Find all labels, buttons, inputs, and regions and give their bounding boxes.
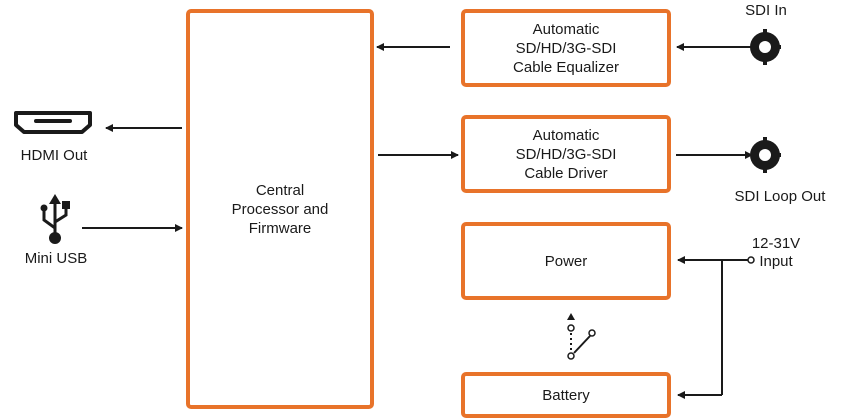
hdmi-port-icon xyxy=(14,111,92,134)
hdmi-out-label: HDMI Out xyxy=(20,147,88,164)
power-label: Power xyxy=(544,252,588,270)
central-processor-label: Central Processor and Firmware xyxy=(231,181,329,237)
sdi-loop-out-label: SDI Loop Out xyxy=(734,188,826,205)
cable-driver-block: Automatic SD/HD/3G-SDI Cable Driver xyxy=(461,115,671,193)
power-input-label: 12-31V Input xyxy=(751,235,801,270)
cable-equalizer-block: Automatic SD/HD/3G-SDI Cable Equalizer xyxy=(461,9,671,87)
cable-driver-label: Automatic SD/HD/3G-SDI Cable Driver xyxy=(515,126,617,182)
power-block: Power xyxy=(461,222,671,300)
bnc-connector-icon xyxy=(750,137,781,173)
cable-equalizer-label: Automatic SD/HD/3G-SDI Cable Equalizer xyxy=(513,20,619,76)
usb-icon xyxy=(40,194,70,244)
central-processor-block: Central Processor and Firmware xyxy=(186,9,374,409)
bnc-connector-icon xyxy=(750,29,781,65)
sdi-in-label: SDI In xyxy=(745,2,787,19)
battery-block: Battery xyxy=(461,372,671,418)
mini-usb-label: Mini USB xyxy=(24,250,88,267)
power-terminal-icon xyxy=(747,256,755,264)
battery-label: Battery xyxy=(542,386,590,404)
power-input-wiring xyxy=(677,256,755,399)
switch-icon xyxy=(567,313,596,360)
